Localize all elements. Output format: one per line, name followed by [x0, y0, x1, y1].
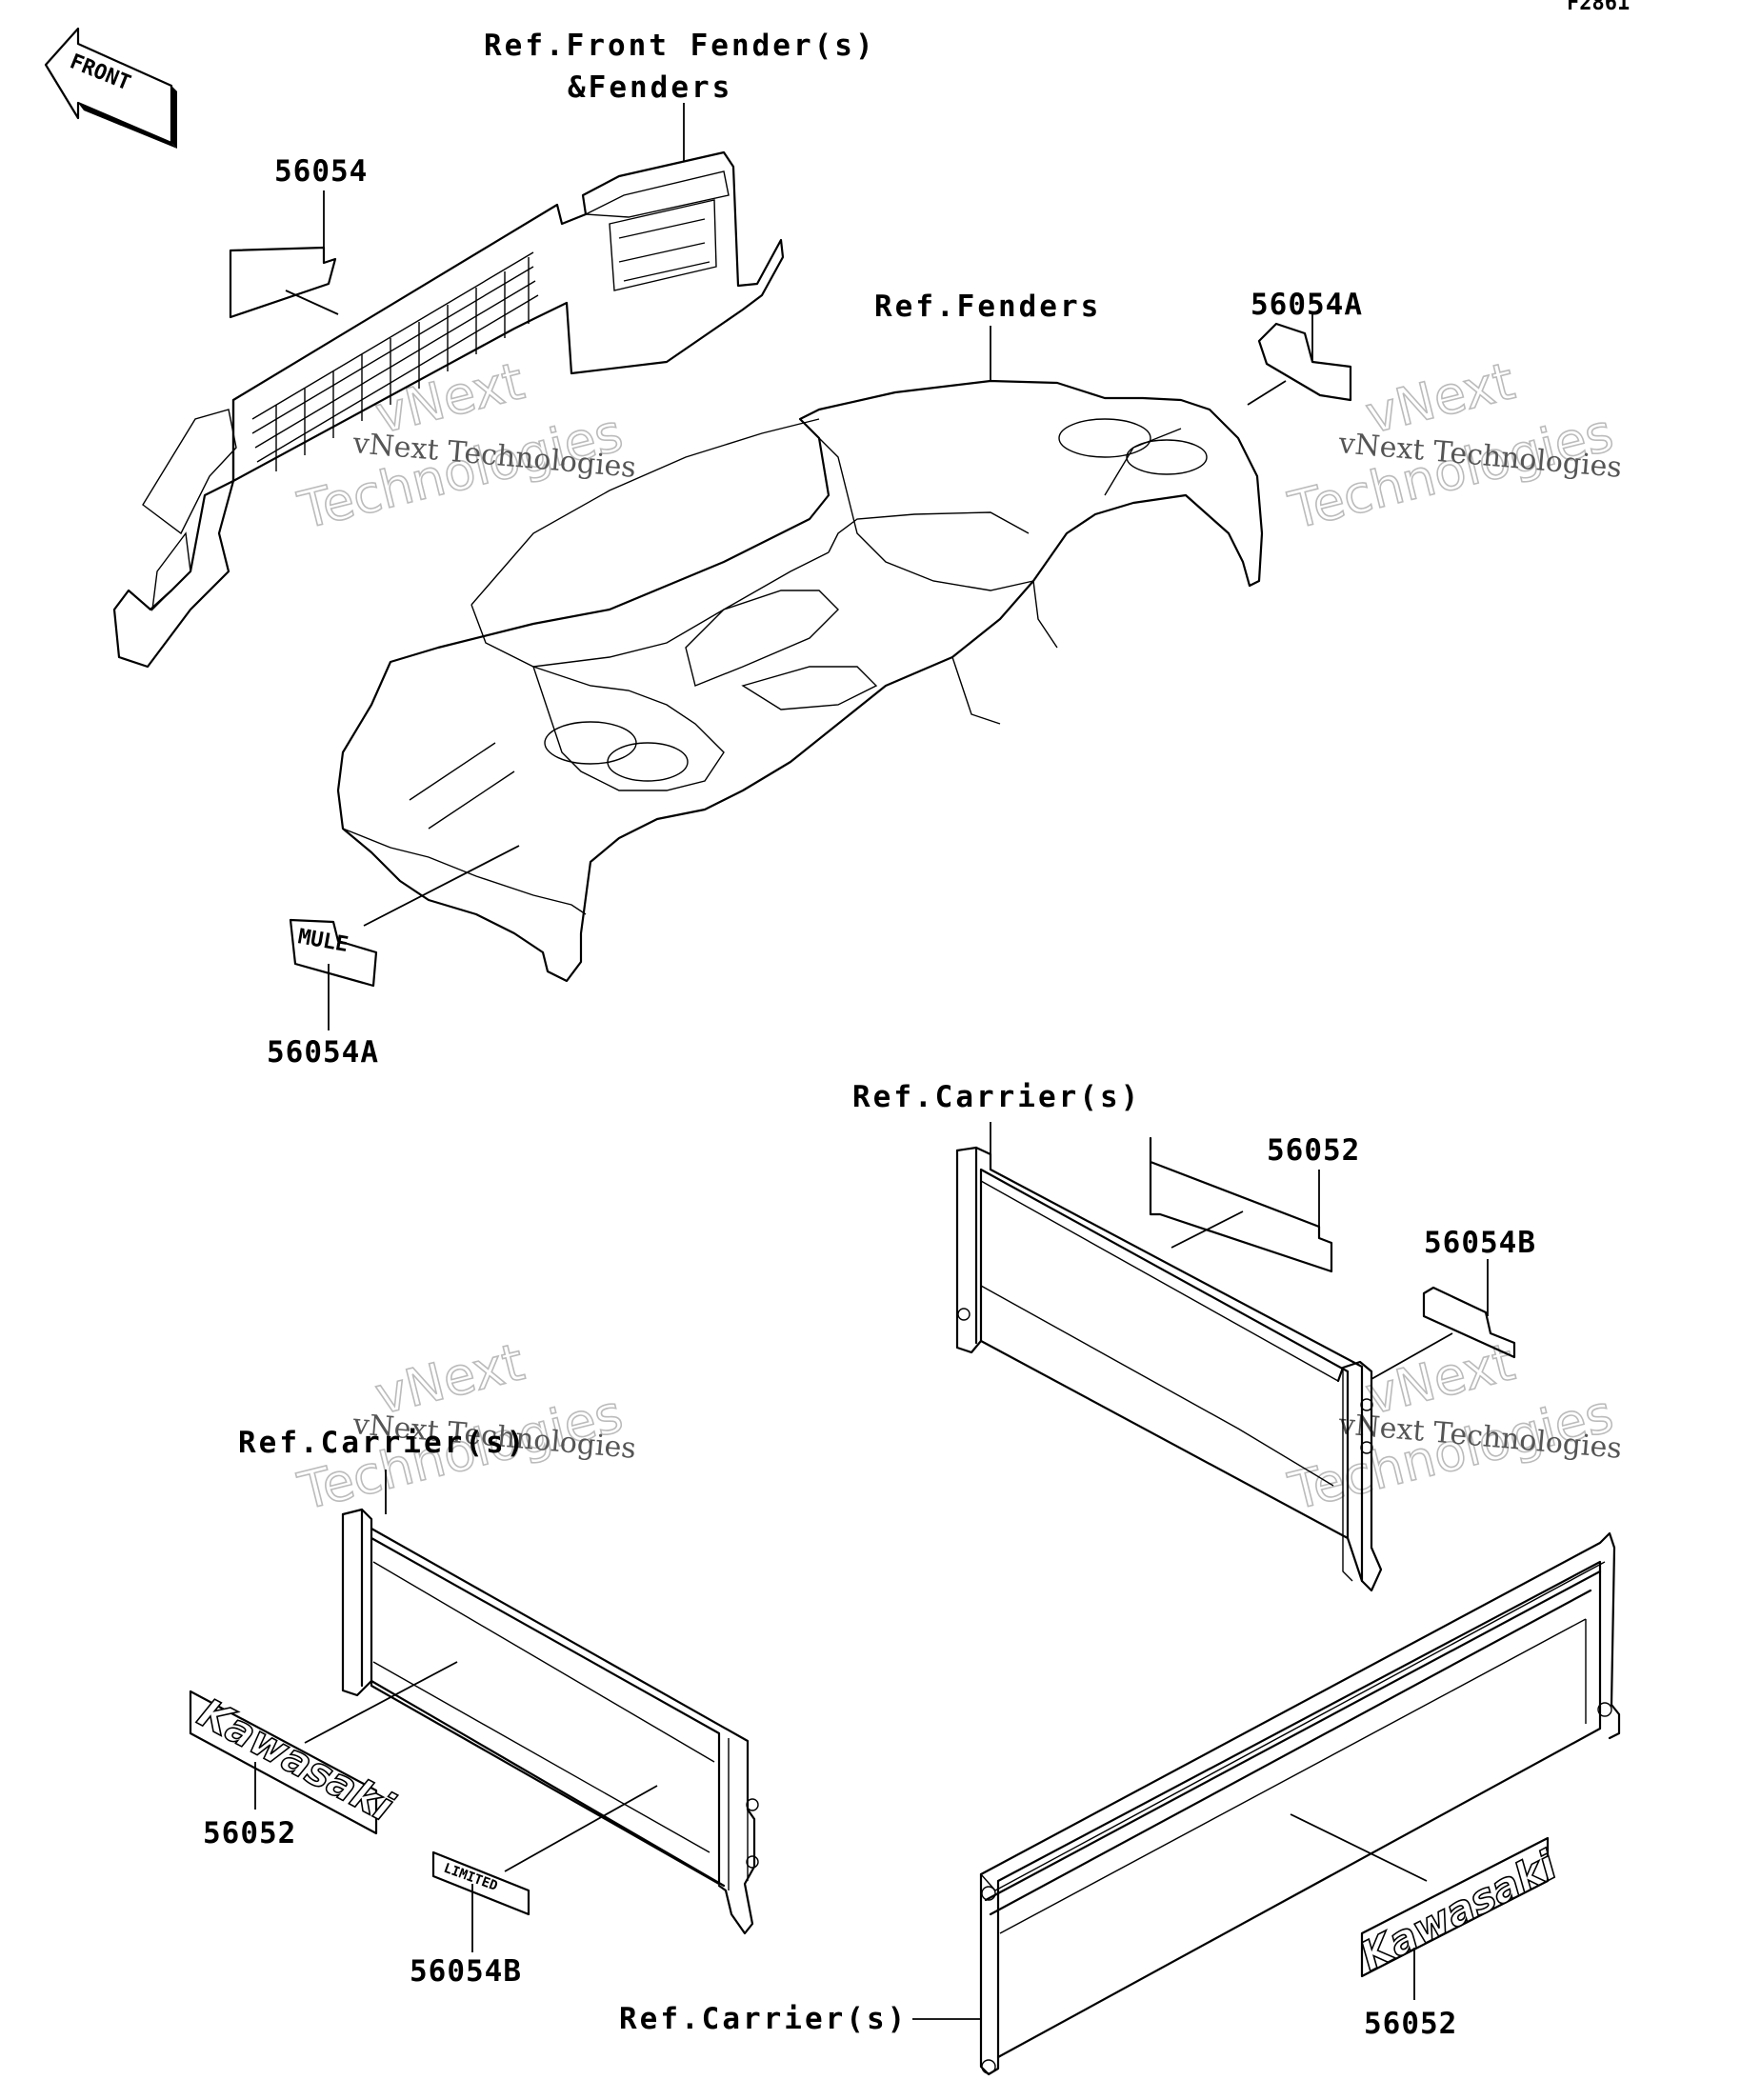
decal-56054b-right — [1422, 1286, 1516, 1359]
part-56054b-left: 56054B — [410, 1954, 522, 1989]
label-ref-front-fender-line1: Ref.Front Fender(s) — [484, 29, 876, 63]
decal-56054b-left: LIMITED — [431, 1850, 530, 1916]
decal-56054a-right — [1257, 322, 1352, 402]
label-ref-front-fender-line2: &Fenders — [568, 70, 732, 105]
part-56052-top: 56052 — [1267, 1133, 1360, 1168]
watermark-bottom-right: vNext Technologies vNext Technologies — [1282, 1331, 1623, 1523]
front-arrow-icon: FRONT — [44, 27, 177, 149]
label-ref-fenders: Ref.Fenders — [874, 290, 1101, 324]
part-56054-front: 56054 — [274, 154, 368, 189]
figure-id: F2861 — [1567, 0, 1630, 15]
decal-56054-front — [229, 246, 337, 319]
rear-fender-tub — [336, 379, 1264, 983]
svg-text:Kawasaki: Kawasaki — [1352, 1841, 1564, 1979]
decal-kawasaki-left: Kawasaki — [189, 1689, 402, 1835]
watermark-top-right: vNext Technologies vNext Technologies — [1282, 350, 1623, 542]
carrier-panel-left — [341, 1508, 759, 1935]
part-56052-left: 56052 — [203, 1816, 296, 1850]
decal-56052-top — [1149, 1136, 1333, 1273]
front-fender-assembly — [112, 150, 785, 669]
label-ref-carrier-top: Ref.Carrier(s) — [852, 1080, 1141, 1114]
carrier-panel-top — [955, 1146, 1383, 1592]
label-ref-carrier-left: Ref.Carrier(s) — [238, 1426, 527, 1460]
part-56054b-right: 56054B — [1424, 1226, 1536, 1260]
grille-slats — [251, 251, 539, 471]
label-ref-carrier-bottom: Ref.Carrier(s) — [619, 2002, 908, 2036]
part-56054a-left: 56054A — [267, 1035, 379, 1070]
decal-mule-logo: MULE — [289, 918, 378, 988]
svg-text:Kawasaki: Kawasaki — [190, 1690, 401, 1831]
part-56054a-right: 56054A — [1251, 288, 1363, 322]
part-56052-bottom: 56052 — [1364, 2007, 1457, 2041]
carrier-panel-bottom — [979, 1531, 1621, 2076]
